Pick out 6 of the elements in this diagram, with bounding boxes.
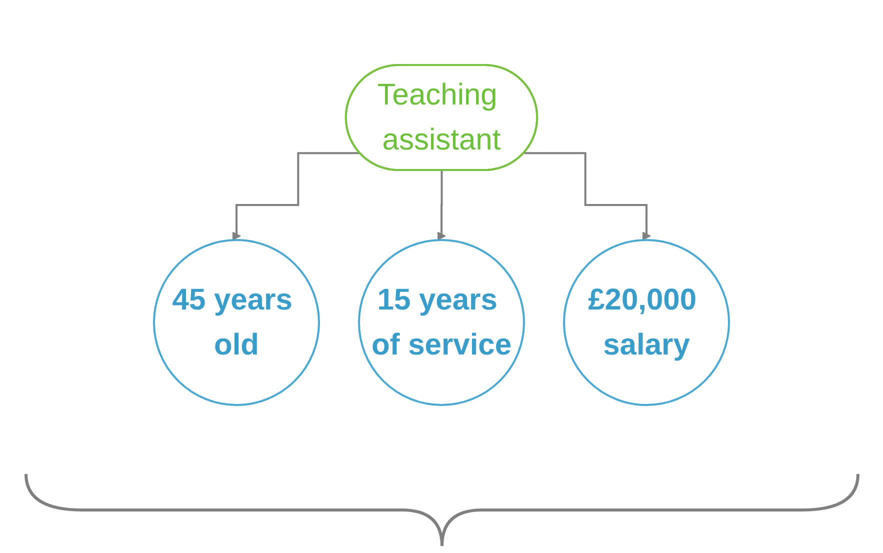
arrow xyxy=(524,152,651,240)
arrow xyxy=(437,170,446,240)
node-circle: 15 years of service xyxy=(358,239,525,406)
node-circle: 45 years old xyxy=(153,239,320,406)
arrow xyxy=(232,152,360,240)
node-circle: £20,000 salary xyxy=(563,239,730,406)
